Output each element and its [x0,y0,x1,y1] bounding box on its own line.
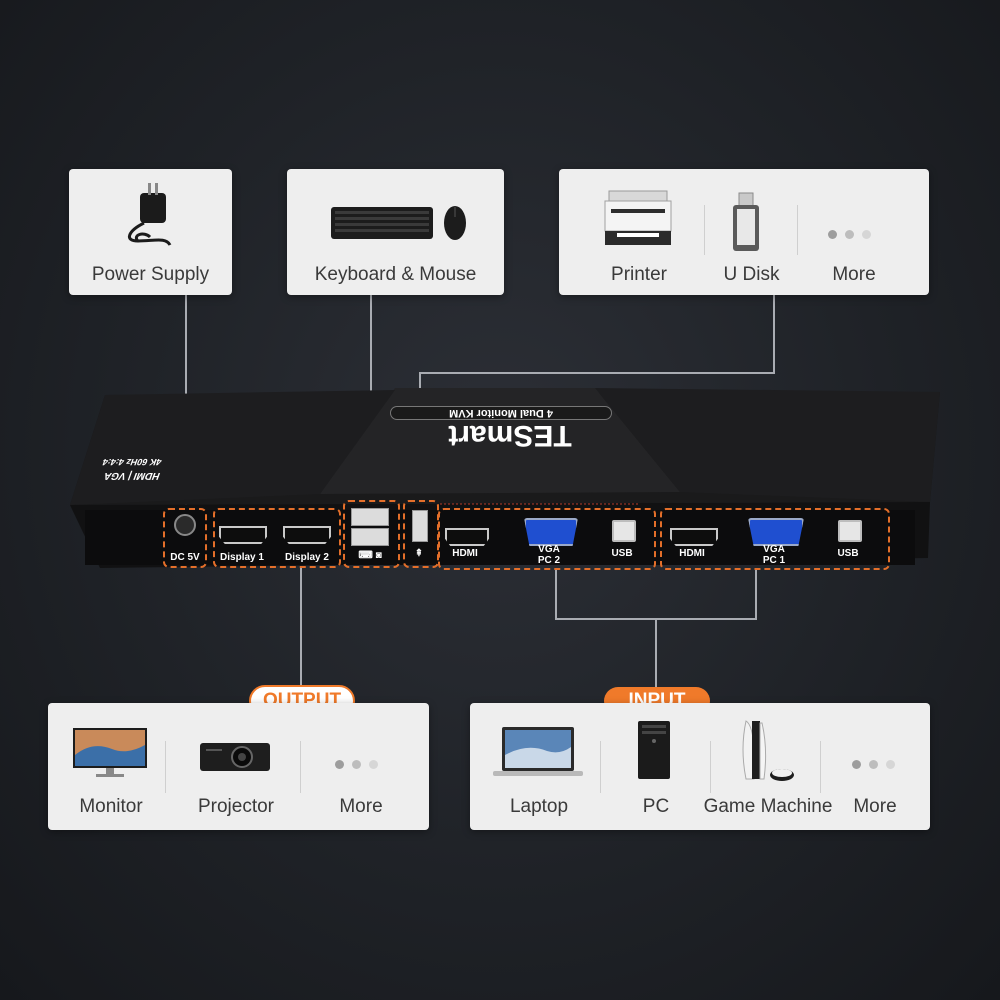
input-connector-pc1 [755,568,757,620]
device-side-label: HDMI | VGA [102,470,162,481]
pc1-vga-port [748,518,804,546]
pc2-hdmi-port [445,528,489,546]
printer-label: Printer [611,264,667,285]
pc2-vga-label: VGA [538,544,560,555]
display1-label: Display 1 [220,552,264,563]
pc1-label: PC 1 [762,555,786,566]
pc2-label: PC 2 [537,555,561,566]
pc2-hdmi-label: HDMI [452,548,478,559]
more-label: More [853,796,897,817]
output-port-box [213,508,341,568]
keyboard-mouse-port-box [343,500,400,568]
keyboard-mouse-card: Keyboard & Mouse [287,169,504,295]
keyboard-mouse-label: Keyboard & Mouse [314,264,477,285]
projector-label: Projector [197,796,275,817]
kvm-device [70,388,940,568]
pc-label: PC [642,796,670,817]
power-adapter-icon [128,183,172,246]
pc1-hdmi-port [670,528,718,546]
peripheral-divider-2 [797,205,798,255]
peripheral-connector-line-v1 [773,295,775,373]
projector-icon [200,743,270,771]
pc1-usb-port [838,520,862,542]
printer-icon [604,190,672,245]
mouse-usb-port [351,528,389,546]
laptop-label: Laptop [509,796,569,817]
dc-jack [174,514,196,536]
keyboard-usb-port [351,508,389,526]
input-divider-2 [710,741,711,793]
peripheral-divider-1 [704,205,705,255]
peripheral-connector-line-h [419,372,775,374]
device-model: 4 Dual Monitor KVM [390,406,612,420]
pc2-usb-label: USB [611,548,633,559]
display1-hdmi-port [219,526,267,544]
pc2-port-box [438,508,656,570]
usb-hub-port [412,510,428,542]
display2-hdmi-port [283,526,331,544]
monitor-label: Monitor [79,796,143,817]
game-console-icon [742,720,794,781]
device-side-spec: 4K 60Hz 4:4:4 [100,457,164,467]
pc1-hdmi-label: HDMI [679,548,705,559]
power-supply-card: Power Supply [69,169,232,295]
peripherals-card: Printer U Disk More [559,169,929,295]
usb-hub-port-icon: ⇞ [414,548,424,559]
pc1-vga-label: VGA [763,544,785,555]
output-divider-2 [300,741,301,793]
dc-port-box [163,508,207,568]
keyboard-mouse-icon [331,206,466,240]
usb-disk-icon [733,192,759,251]
input-divider-1 [600,741,601,793]
pc2-vga-port [524,518,578,546]
input-connector-pc2 [555,568,557,620]
more-dots-icon [824,226,875,244]
pc-tower-icon [638,721,670,779]
device-brand: TESmart [448,419,572,452]
more-dots-icon [848,756,899,774]
keyboard-mouse-port-icon: ⌨ ◙ [358,550,382,561]
more-label: More [339,796,383,817]
game-machine-label: Game Machine [703,796,833,817]
output-card: Monitor Projector More [48,703,429,830]
monitor-icon [73,728,147,777]
pc1-port-box [660,508,890,570]
more-dots-icon [331,756,382,774]
display2-label: Display 2 [285,552,329,563]
input-divider-3 [820,741,821,793]
input-card: Laptop PC Game Machine More [470,703,930,830]
u-disk-label: U Disk [723,264,780,285]
power-supply-label: Power Supply [91,264,210,285]
dc-label: DC 5V [170,552,200,563]
output-connector-line [300,568,302,686]
input-connector-v [655,618,657,688]
more-label: More [832,264,876,285]
output-divider-1 [165,741,166,793]
pc2-usb-port [612,520,636,542]
pc1-usb-label: USB [837,548,859,559]
laptop-icon [493,727,583,776]
